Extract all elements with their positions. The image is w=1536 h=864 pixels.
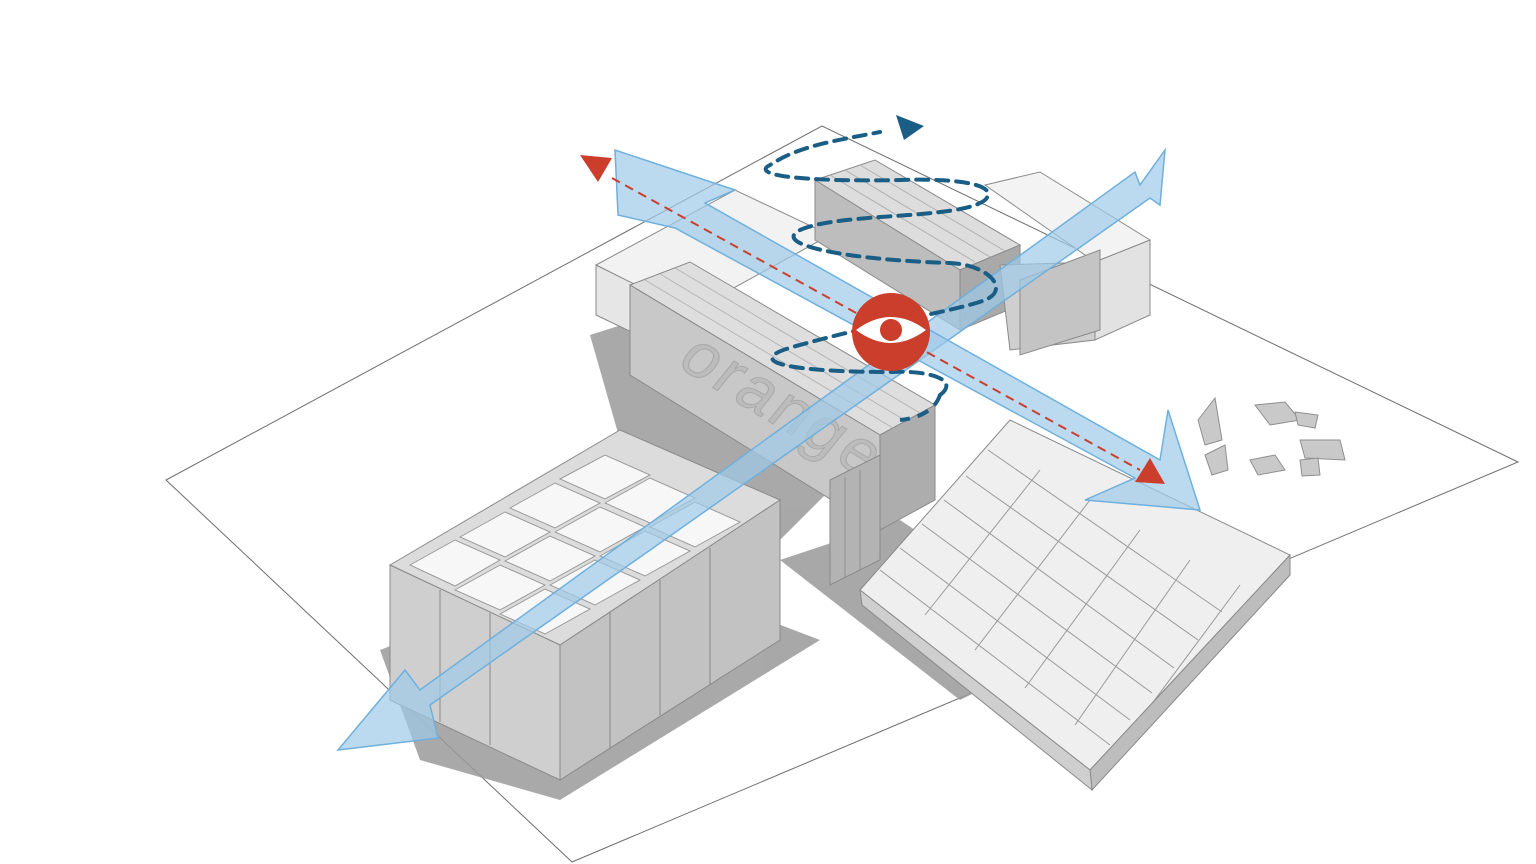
- triangle-icon: [580, 155, 612, 182]
- left-glazed-wing: [388, 429, 782, 781]
- outdoor-furniture: [1197, 396, 1346, 477]
- site-boundary: [165, 125, 1520, 863]
- lower-container: [829, 454, 881, 586]
- flow-arrow-southwest: [336, 147, 1166, 751]
- circulation-path: [763, 115, 998, 422]
- eye-icon: [856, 317, 926, 343]
- triangle-icon: [1135, 458, 1165, 484]
- view-marker: [852, 293, 930, 371]
- arrowhead-icon: [896, 115, 924, 140]
